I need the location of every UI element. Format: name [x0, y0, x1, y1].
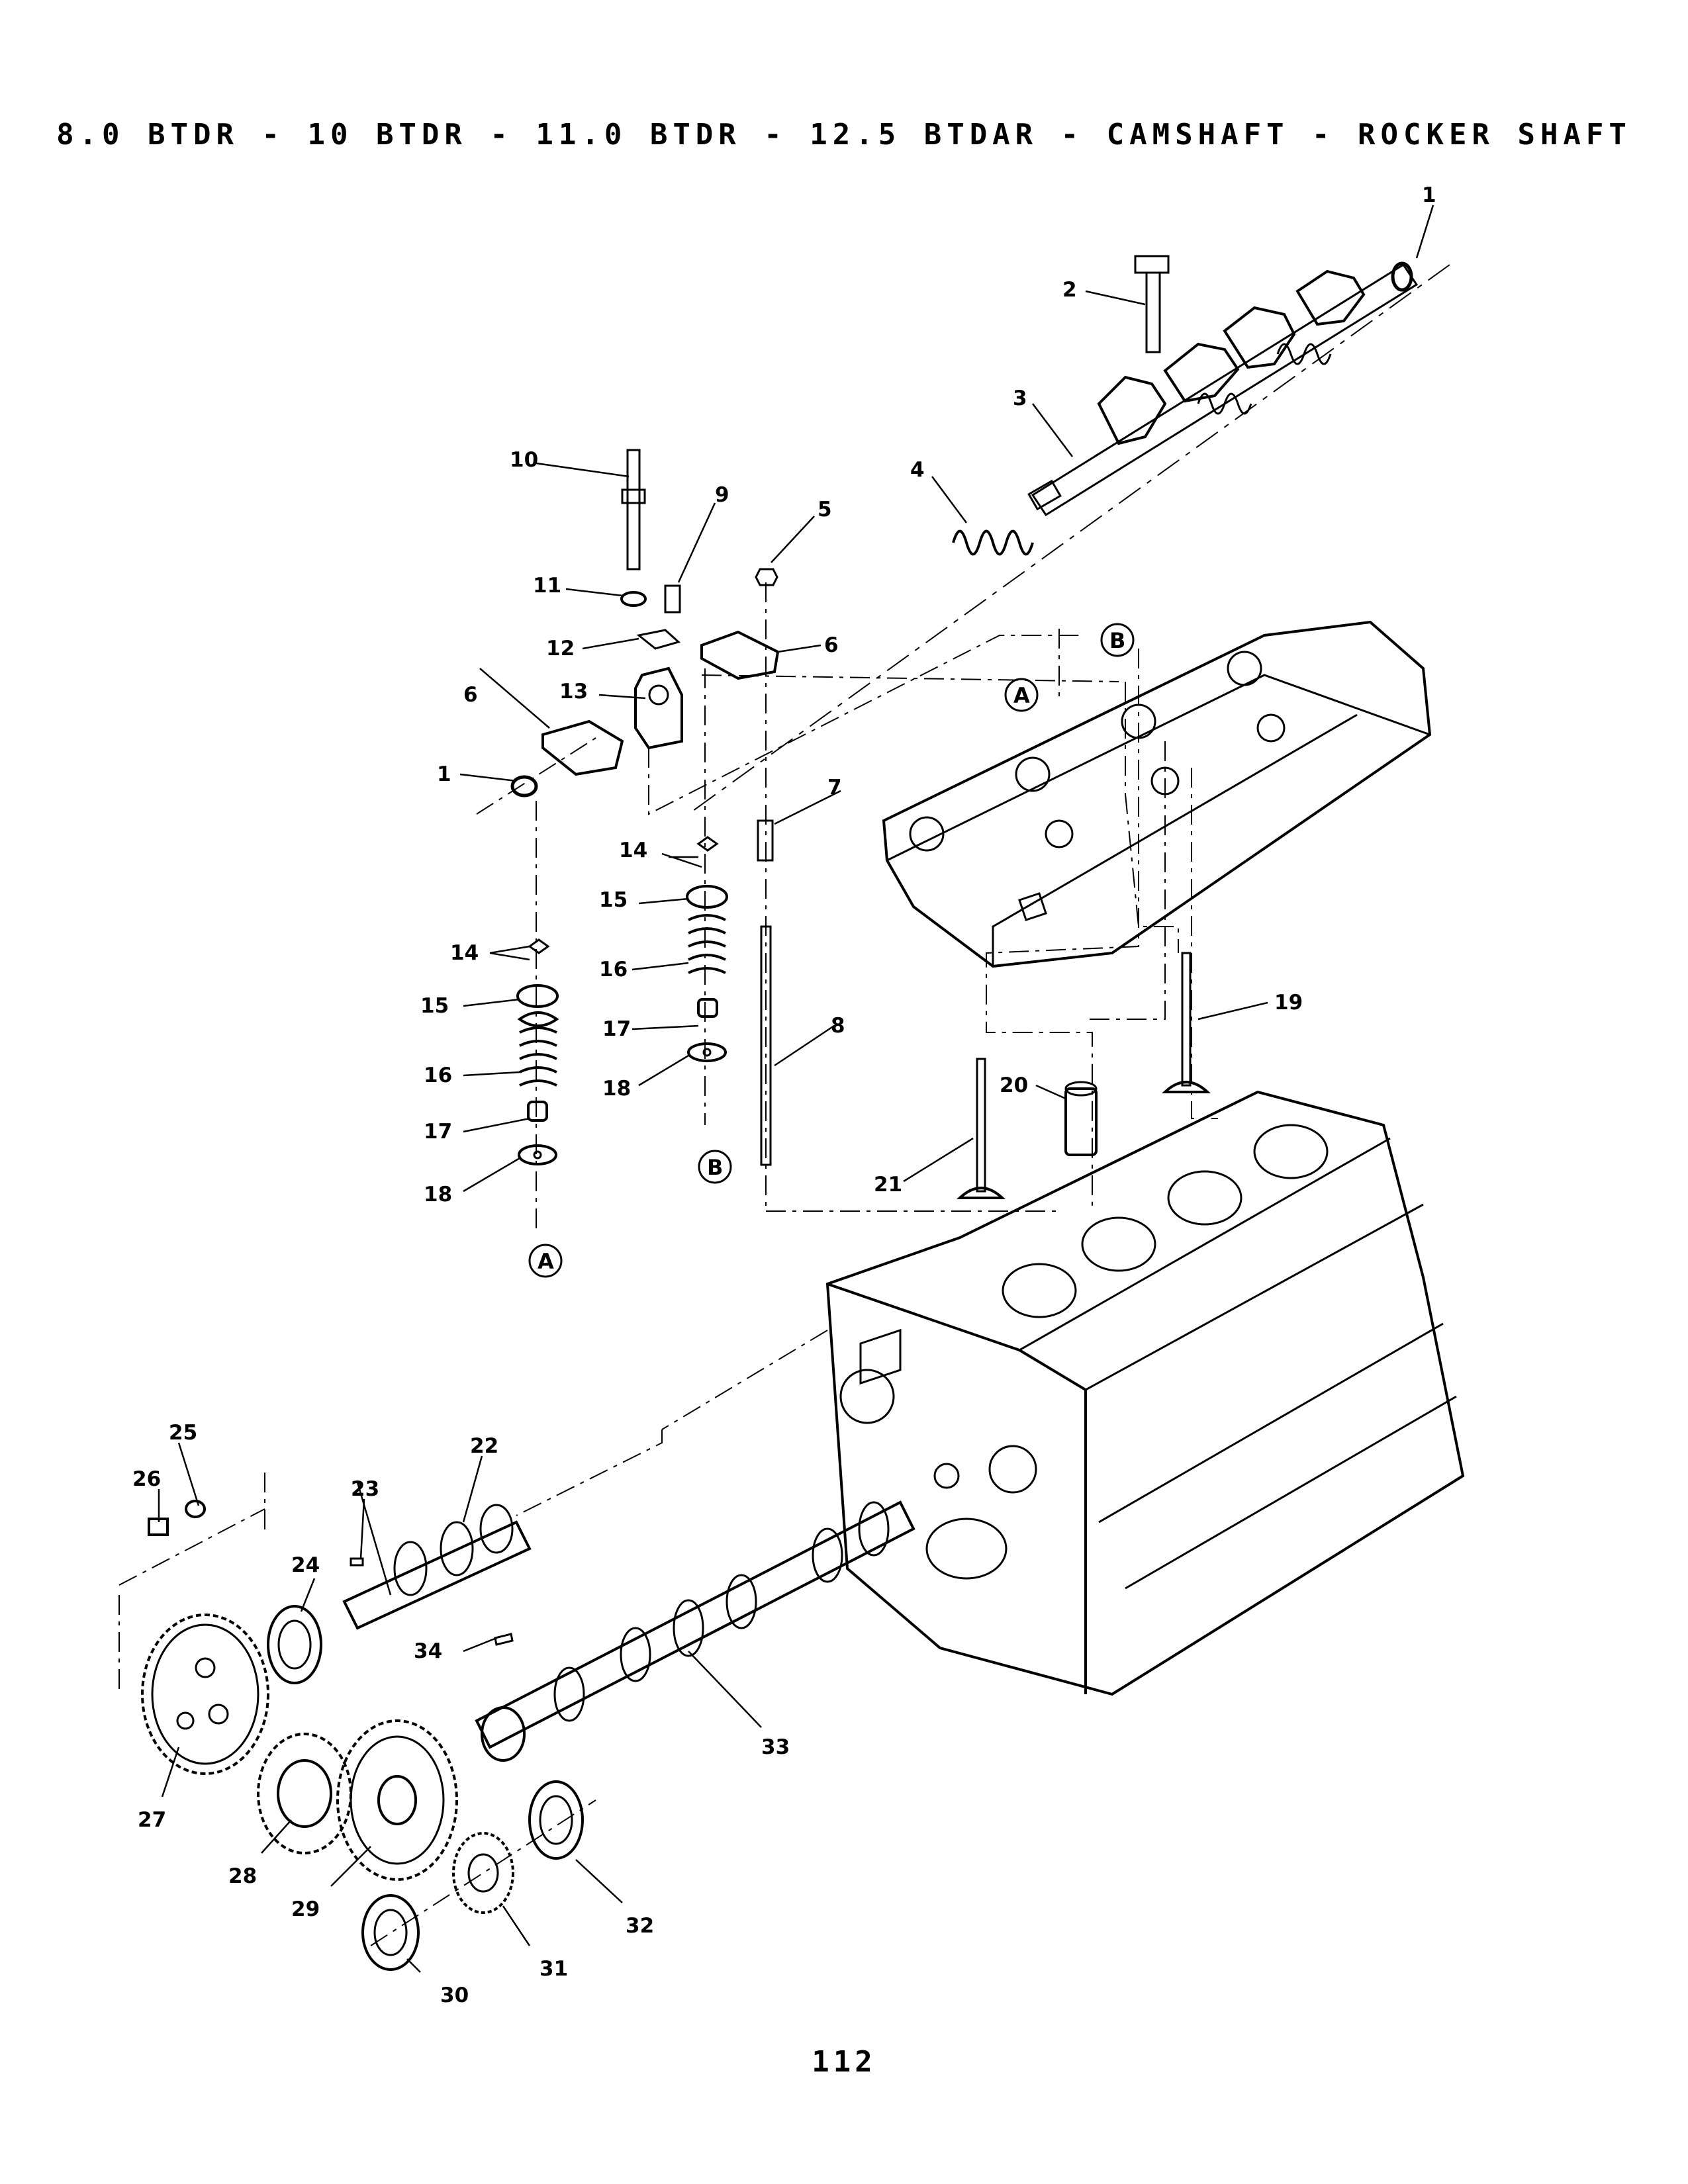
- callout-20: 20: [1000, 1073, 1028, 1097]
- callout-34: 34: [414, 1639, 442, 1663]
- callout-13: 13: [559, 680, 588, 704]
- callout-14-b: 14: [619, 839, 647, 862]
- camshafts: [342, 1500, 915, 1762]
- marker-a-head: A: [1013, 683, 1030, 708]
- callout-29: 29: [291, 1897, 320, 1921]
- callout-26: 26: [132, 1467, 161, 1491]
- gears-and-bearings: [118, 1473, 596, 1971]
- callout-28: 28: [228, 1864, 257, 1888]
- callout-12: 12: [546, 637, 575, 660]
- marker-a-circle-valve: [528, 1244, 563, 1278]
- callout-30: 30: [440, 1983, 469, 2007]
- callout-3: 3: [1013, 387, 1027, 410]
- callout-17-a: 17: [424, 1120, 452, 1144]
- callout-18-b: 18: [602, 1077, 631, 1101]
- callout-31: 31: [539, 1957, 568, 1981]
- callout-15-a: 15: [420, 994, 449, 1018]
- marker-b-valve: B: [707, 1155, 723, 1180]
- valves-and-tappet: [956, 952, 1211, 1199]
- cylinder-head: [648, 620, 1432, 1211]
- marker-a-valve: A: [538, 1249, 554, 1274]
- callout-4: 4: [910, 458, 925, 482]
- callout-17-b: 17: [602, 1017, 631, 1041]
- callout-11: 11: [533, 574, 561, 598]
- callout-1-left: 1: [437, 762, 451, 786]
- page-number: 112: [812, 2045, 876, 2079]
- rocker-pedestal-parts: [476, 449, 1059, 1212]
- callout-19: 19: [1274, 991, 1303, 1015]
- page-title: 8.0 BTDR - 10 BTDR - 11.0 BTDR - 12.5 BT…: [56, 118, 1632, 152]
- callout-8: 8: [831, 1014, 845, 1038]
- callout-16-a: 16: [424, 1064, 452, 1087]
- reference-markers: A B B A: [528, 623, 1135, 1278]
- callout-24: 24: [291, 1553, 320, 1577]
- callout-32: 32: [626, 1914, 654, 1938]
- callout-2: 2: [1062, 278, 1077, 302]
- marker-b-circle-head: [1100, 623, 1135, 657]
- callout-23: 23: [351, 1477, 379, 1501]
- marker-a-circle-head: [1004, 678, 1039, 712]
- rocker-shaft-assembly: [688, 255, 1450, 815]
- callout-27: 27: [138, 1808, 166, 1832]
- callout-labels: 1 2 3 4 5 6 6 7 8 9 10 11 12 13 1 14 15 …: [132, 183, 1436, 2007]
- callout-1-top: 1: [1422, 183, 1436, 207]
- callout-21: 21: [874, 1173, 902, 1197]
- marker-b-circle-valve: [698, 1150, 732, 1184]
- callout-33: 33: [761, 1735, 790, 1759]
- callout-6-left: 6: [463, 683, 478, 707]
- callout-15-b: 15: [599, 888, 628, 912]
- marker-b-head: B: [1109, 628, 1125, 653]
- callout-6-right: 6: [824, 633, 839, 657]
- callout-16-b: 16: [599, 958, 628, 981]
- callout-18-a: 18: [424, 1183, 452, 1206]
- callout-25: 25: [169, 1421, 197, 1445]
- engine-block: [516, 1090, 1465, 1696]
- valve-spring-set-a: [516, 801, 559, 1231]
- callout-14-a: 14: [450, 941, 479, 965]
- valve-spring-set-b: [686, 668, 728, 1125]
- callout-9: 9: [715, 483, 729, 507]
- callout-22: 22: [470, 1434, 498, 1458]
- callout-7: 7: [827, 776, 842, 799]
- callout-5: 5: [818, 498, 832, 522]
- callout-10: 10: [510, 448, 538, 472]
- leader-lines: [158, 205, 1434, 1973]
